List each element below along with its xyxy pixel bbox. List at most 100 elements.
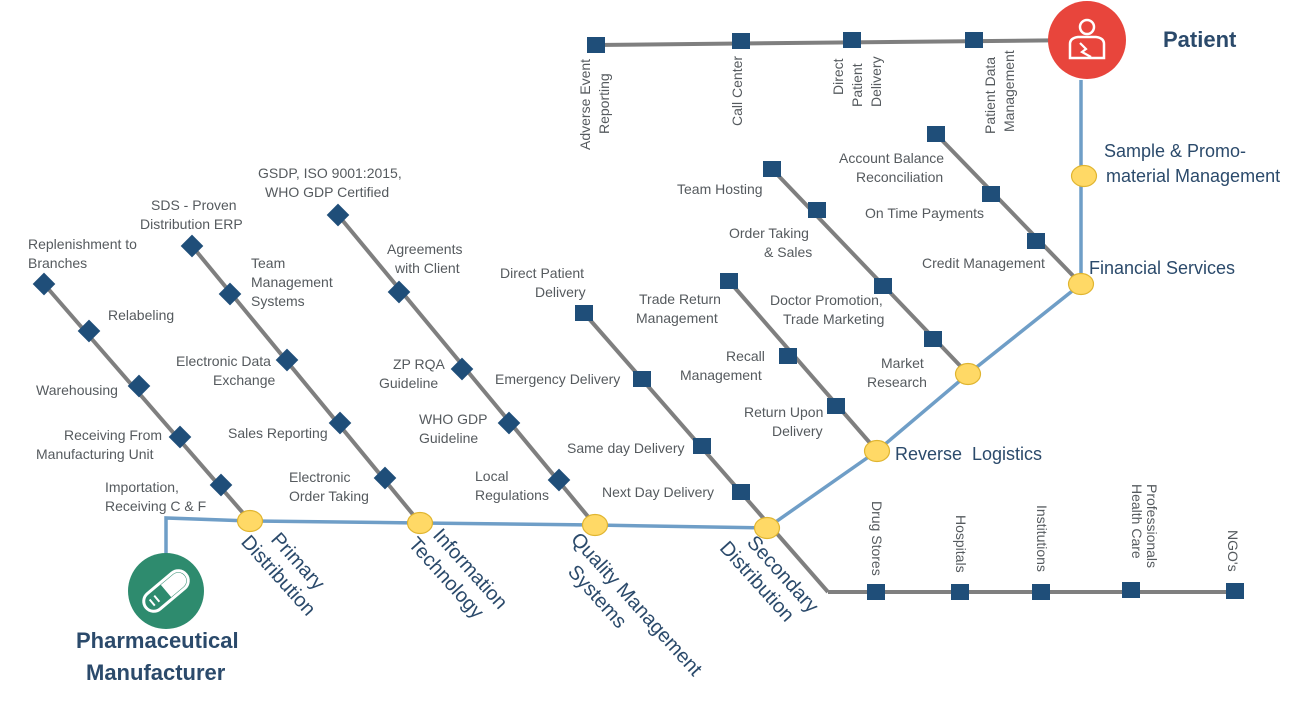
label-return-2: Delivery (772, 423, 823, 439)
node-order-sales (808, 202, 826, 218)
stage-node-it (406, 511, 434, 535)
svg-text:Patient: Patient (849, 63, 865, 107)
label-institutions: Institutions (1034, 505, 1050, 572)
svg-text:NGO's: NGO's (1225, 530, 1241, 572)
svg-text:Drug Stores: Drug Stores (869, 501, 885, 576)
stage-label-it: Information Technology (404, 525, 512, 624)
label-local-1: Local (475, 468, 508, 484)
label-dpd-1: Direct Patient (500, 265, 584, 281)
stage-label-sample-line1: Sample & Promo- (1104, 141, 1246, 161)
node-relabeling (77, 319, 101, 343)
svg-text:Quality Management: Quality Management (566, 529, 706, 681)
stage-node-financial (1067, 272, 1095, 296)
label-next-day: Next Day Delivery (602, 484, 714, 500)
label-trade-2: Management (636, 310, 718, 326)
node-on-time-payments (982, 186, 1000, 202)
svg-text:Professionals: Professionals (1144, 484, 1160, 568)
node-call-center (732, 33, 750, 49)
label-receiving-1: Receiving From (64, 427, 162, 443)
svg-text:Patient Data: Patient Data (982, 57, 998, 134)
svg-text:Reporting: Reporting (596, 73, 612, 134)
label-importation-1: Importation, (105, 479, 179, 495)
label-credit: Credit Management (922, 255, 1045, 271)
label-trade-1: Trade Return (639, 291, 721, 307)
label-local-2: Regulations (475, 487, 549, 503)
label-drug-stores: Drug Stores (869, 501, 885, 576)
label-warehousing: Warehousing (36, 382, 118, 398)
stage-node-reverse (863, 439, 891, 463)
patient-title: Patient (1163, 27, 1237, 52)
label-who-2: Guideline (419, 430, 478, 446)
label-edi-1: Electronic Data (176, 353, 271, 369)
node-sales-reporting (328, 411, 352, 435)
svg-text:Health Care: Health Care (1129, 484, 1145, 559)
node-adverse-event (587, 37, 605, 53)
branch-line-reverse (727, 279, 879, 453)
node-direct-patient-delivery (575, 305, 593, 321)
svg-text:Institutions: Institutions (1034, 505, 1050, 572)
svg-text:Hospitals: Hospitals (953, 515, 969, 573)
label-replenishment-1: Replenishment to (28, 236, 137, 252)
label-hcp: Health Care Professionals (1129, 484, 1160, 568)
node-hospitals (951, 584, 969, 600)
node-institutions (1032, 584, 1050, 600)
node-credit-management (1027, 233, 1045, 249)
stage-node-primary (236, 509, 264, 533)
svg-text:Call Center: Call Center (729, 56, 745, 126)
node-agreements (387, 280, 411, 304)
node-zp-rqa (450, 357, 474, 381)
stage-nodes (236, 164, 1098, 540)
label-team-2: Management (251, 274, 333, 290)
stage-label-sample-line2: material Management (1106, 166, 1280, 186)
label-order-2: Order Taking (289, 488, 369, 504)
label-sds-1: SDS - Proven (151, 197, 237, 213)
label-order-sales-1: Order Taking (729, 225, 809, 241)
manufacturer-title-line2: Manufacturer (86, 660, 226, 685)
label-call-center: Call Center (729, 56, 745, 126)
label-order-1: Electronic (289, 469, 350, 485)
node-trade-return (720, 273, 738, 289)
label-replenishment-2: Branches (28, 255, 87, 271)
label-doctor-1: Doctor Promotion, (770, 292, 883, 308)
label-team-1: Team (251, 255, 285, 271)
label-account-2: Reconciliation (856, 169, 943, 185)
label-on-time: On Time Payments (865, 205, 984, 221)
label-patient-data: Patient Data Management (982, 50, 1017, 134)
node-edi (275, 348, 299, 372)
node-account-balance (927, 126, 945, 142)
label-research-1: Market (881, 355, 924, 371)
node-ngo (1226, 583, 1244, 599)
node-order-taking (373, 466, 397, 490)
label-who-1: WHO GDP (419, 411, 487, 427)
node-market-research (924, 331, 942, 347)
label-team-3: Systems (251, 293, 305, 309)
branch-line-patient (595, 38, 1087, 47)
label-agreements-1: Agreements (387, 241, 462, 257)
label-emergency: Emergency Delivery (495, 371, 620, 387)
label-hospitals: Hospitals (953, 515, 969, 573)
node-emergency (633, 371, 651, 387)
node-patient-data (965, 32, 983, 48)
label-same-day: Same day Delivery (567, 440, 685, 456)
node-who-gdp (497, 411, 521, 435)
label-ngo: NGO's (1225, 530, 1241, 572)
node-doctor-promotion (874, 278, 892, 294)
label-research-2: Research (867, 374, 927, 390)
node-drug-stores (867, 584, 885, 600)
label-relabeling: Relabeling (108, 307, 174, 323)
patient-body-icon (1048, 1, 1126, 79)
node-return-upon-delivery (827, 398, 845, 414)
node-hcp (1122, 582, 1140, 598)
pill-capsule-icon (128, 553, 204, 629)
label-gsdp-2: WHO GDP Certified (265, 184, 389, 200)
node-direct-patient (843, 32, 861, 48)
svg-text:Direct: Direct (830, 58, 846, 95)
node-recall (779, 348, 797, 364)
svg-text:Adverse Event: Adverse Event (577, 59, 593, 150)
stage-node-sample (1070, 164, 1098, 188)
label-agreements-2: with Client (394, 260, 460, 276)
node-same-day (693, 438, 711, 454)
label-sales-reporting: Sales Reporting (228, 425, 328, 441)
